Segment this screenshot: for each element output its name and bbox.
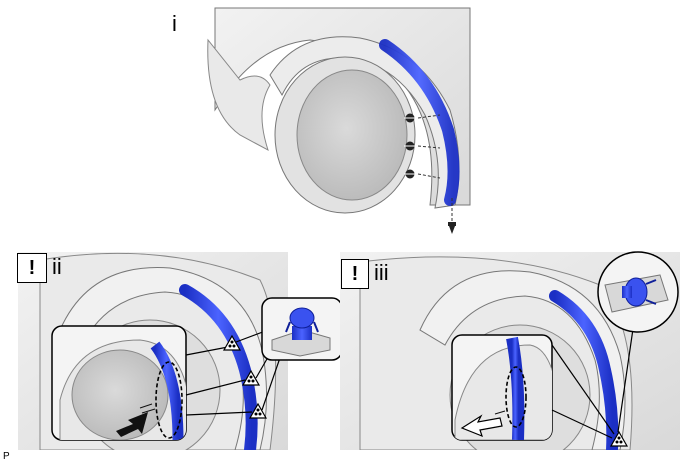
clip-marker-icon <box>241 369 261 386</box>
panel-ii-clip-detail <box>261 297 343 361</box>
caution-icon: ! <box>17 253 47 283</box>
screw-icon <box>404 169 416 179</box>
panel-iii-clip-detail <box>597 251 679 333</box>
step-label-iii: iii <box>374 260 389 285</box>
clip-marker-icon <box>248 402 268 419</box>
screw-icon <box>404 113 416 123</box>
pull-arrow-icon <box>116 403 156 437</box>
screw-icon <box>404 141 416 151</box>
screw-icon <box>448 222 456 234</box>
panel-i-illustration <box>207 7 471 222</box>
caution-symbol: ! <box>351 263 359 285</box>
caution-symbol: ! <box>28 257 36 279</box>
reference-letter: P <box>3 451 10 462</box>
clip-icon <box>285 307 319 340</box>
clip-icon <box>622 277 657 307</box>
clip-marker-icon <box>222 334 242 351</box>
panel-iii-leaders <box>551 321 635 439</box>
caution-icon: ! <box>341 259 369 289</box>
clip-marker-icon <box>609 430 629 447</box>
pull-arrow-icon <box>460 410 506 438</box>
step-label-i: i <box>172 11 177 36</box>
step-label-ii: ii <box>52 254 62 279</box>
panel-ii-inset <box>51 325 187 441</box>
